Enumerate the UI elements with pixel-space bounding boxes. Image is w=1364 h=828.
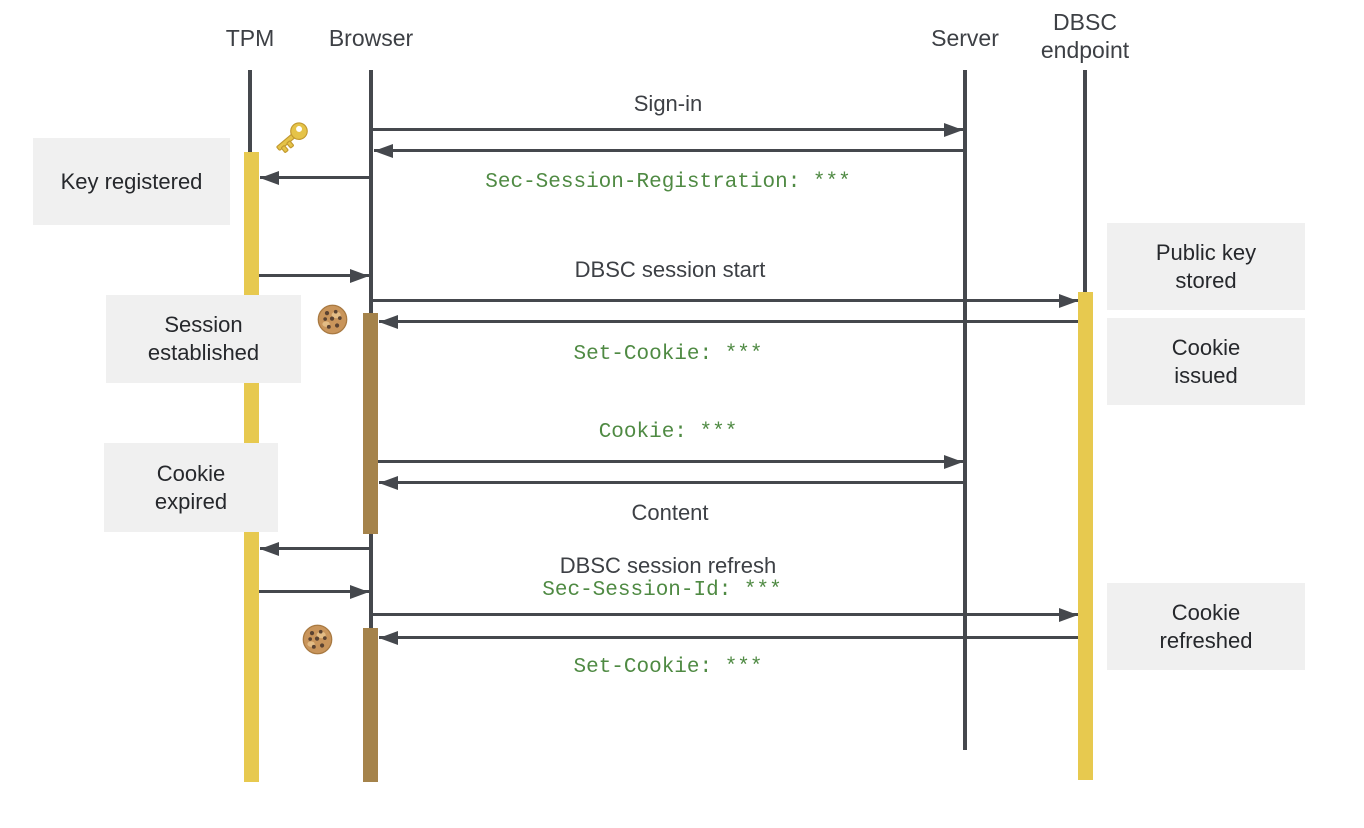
arrow-cookie-request xyxy=(378,455,963,469)
arrow-tpm-to-browser-start xyxy=(259,269,369,283)
browser-activation-bar-1 xyxy=(363,313,378,534)
note-cookie-refreshed: Cookie refreshed xyxy=(1107,583,1305,670)
label-sec-session-registration: Sec-Session-Registration: *** xyxy=(485,171,851,194)
note-cookie-issued: Cookie issued xyxy=(1107,318,1305,405)
dbsc-activation-bar xyxy=(1078,292,1093,780)
label-sign-in: Sign-in xyxy=(633,91,703,116)
key-icon xyxy=(269,114,315,165)
actor-dbsc-endpoint: DBSC endpoint xyxy=(1040,9,1130,63)
label-sec-session-id: Sec-Session-Id: *** xyxy=(542,579,782,602)
cookie-icon xyxy=(316,303,349,341)
cookie-icon xyxy=(301,623,334,661)
arrow-set-cookie-2 xyxy=(379,631,1078,645)
note-session-established: Session established xyxy=(106,295,301,383)
arrow-dbsc-session-refresh xyxy=(373,608,1078,622)
label-dbsc-session-start: DBSC session start xyxy=(574,257,766,282)
browser-activation-bar-2 xyxy=(363,628,378,782)
arrow-dbsc-session-start xyxy=(373,294,1078,308)
note-public-key-stored: Public key stored xyxy=(1107,223,1305,310)
note-key-registered: Key registered xyxy=(33,138,230,225)
arrow-key-registration xyxy=(260,171,371,185)
arrow-content-response xyxy=(379,476,963,490)
actor-tpm: TPM xyxy=(225,25,275,51)
arrow-tpm-to-browser-refresh xyxy=(259,585,369,599)
actor-server: Server xyxy=(931,25,999,51)
label-set-cookie-1: Set-Cookie: *** xyxy=(573,343,763,366)
server-lifeline xyxy=(963,70,967,750)
arrow-set-cookie-1 xyxy=(379,315,1078,329)
arrow-signin-request xyxy=(373,123,963,137)
label-dbsc-session-refresh: DBSC session refresh xyxy=(559,553,777,578)
label-cookie: Cookie: *** xyxy=(598,421,738,444)
arrow-browser-to-tpm-refresh xyxy=(260,542,371,556)
note-cookie-expired: Cookie expired xyxy=(104,443,278,532)
label-content: Content xyxy=(631,500,709,525)
arrow-signin-response xyxy=(374,144,963,158)
label-set-cookie-2: Set-Cookie: *** xyxy=(573,656,763,679)
actor-browser: Browser xyxy=(328,25,414,51)
